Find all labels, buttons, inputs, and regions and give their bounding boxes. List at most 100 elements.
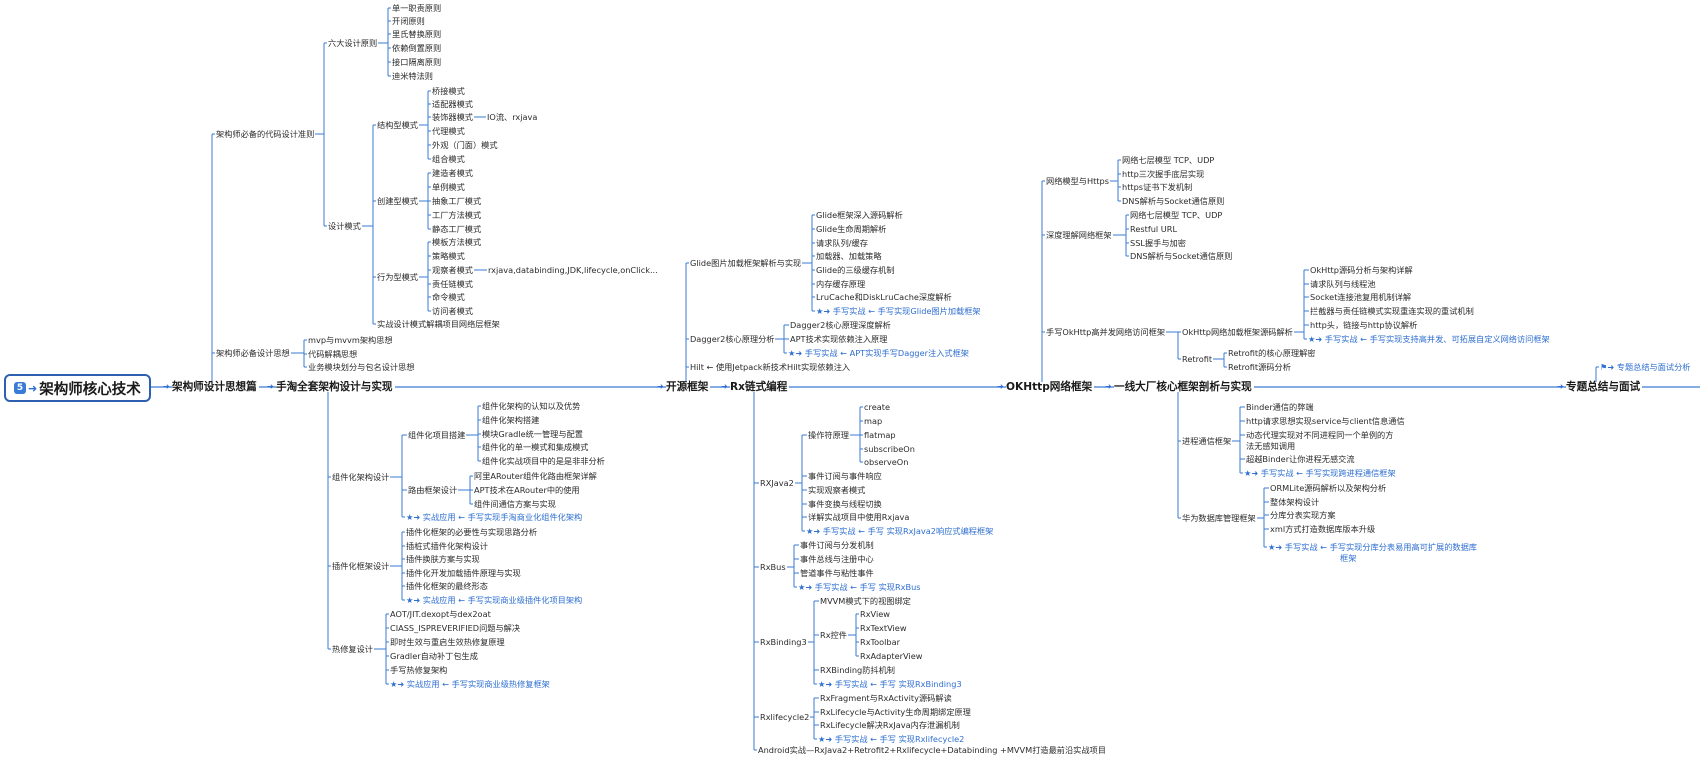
topic-p5[interactable]: Glide的三级缓存机制: [816, 265, 895, 275]
topic-v2[interactable]: http三次握手底层实现: [1122, 169, 1205, 179]
topic-h3[interactable]: 业务模块划分与包名设计思想: [308, 362, 415, 372]
topic-l7[interactable]: APT技术在ARouter中的使用: [474, 485, 580, 495]
topic-k9[interactable]: ★➜ 实战应用 ← 手写实现商业级插件化项目架构: [406, 595, 583, 605]
topic-c6[interactable]: 迪米特法则: [392, 71, 433, 81]
topic-g3[interactable]: 观察者模式: [432, 265, 473, 275]
topic-r7[interactable]: 事件订阅与分发机制: [800, 540, 874, 550]
topic-d4[interactable]: 实战设计模式解耦项目网络层框架: [377, 319, 500, 329]
topic-s3[interactable]: flatmap: [864, 430, 896, 440]
main-topic-m7[interactable]: 专题总结与面试: [1566, 381, 1643, 393]
topic-s4[interactable]: subscribeOn: [864, 444, 915, 454]
topic-r13[interactable]: RXBinding防抖机制: [820, 665, 895, 675]
topic-l2[interactable]: 组件化架构搭建: [482, 415, 540, 425]
topic-k15[interactable]: ★➜ 实战应用 ← 手写实现商业级热修复框架: [390, 679, 550, 689]
topic-c3[interactable]: 里氏替换原则: [392, 29, 442, 39]
topic-y5[interactable]: ★➜ 手写实战 ← 手写实现跨进程通信框架: [1244, 468, 1396, 478]
topic-k8[interactable]: 插件化框架的最终形态: [406, 581, 488, 591]
topic-w8[interactable]: Retrofit源码分析: [1228, 362, 1291, 372]
topic-k5[interactable]: 插桩式插件化架构设计: [406, 541, 488, 551]
topic-s1[interactable]: create: [864, 402, 890, 412]
topic-y8[interactable]: 分库分表实现方案: [1270, 510, 1336, 520]
topic-f1[interactable]: 建造者模式: [432, 168, 473, 178]
topic-p7[interactable]: LruCache和DiskLruCache深度解析: [816, 292, 952, 302]
main-topic-m6[interactable]: 一线大厂核心框架剖析与实现: [1114, 381, 1254, 393]
topic-k7[interactable]: 插件化开发加载插件原理与实现: [406, 568, 521, 578]
topic-p4[interactable]: 加载器、加载策略: [816, 251, 882, 261]
topic-r6[interactable]: ★➜ 手写实战 ← 手写 实现RxJava2响应式编程框架: [806, 526, 994, 536]
topic-o3[interactable]: Hilt ← 使用Jetpack新技术Hilt实现依赖注入: [690, 362, 851, 372]
topic-y9[interactable]: xml方式打造数据库版本升级: [1270, 524, 1376, 534]
topic-t2[interactable]: RxTextView: [860, 623, 907, 633]
topic-a1[interactable]: 架构师必备的代码设计准则: [216, 129, 315, 139]
main-topic-m5[interactable]: OKHttp网络框架: [1006, 381, 1095, 393]
topic-w5[interactable]: http头，链接与http协议解析: [1310, 320, 1418, 330]
topic-k4[interactable]: 插件化框架的必要性与实现思路分析: [406, 527, 538, 537]
topic-r2[interactable]: 事件订阅与事件响应: [808, 471, 882, 481]
topic-k2[interactable]: 路由框架设计: [408, 485, 458, 495]
topic-p1[interactable]: Glide框架深入源码解析: [816, 210, 903, 220]
topic-x1[interactable]: 进程通信框架: [1182, 436, 1232, 446]
topic-f3[interactable]: 抽象工厂模式: [432, 196, 482, 206]
topic-e2[interactable]: 适配器模式: [432, 99, 473, 109]
topic-v6[interactable]: Restful URL: [1130, 224, 1178, 234]
topic-h2[interactable]: 代码解耦思想: [308, 349, 358, 359]
topic-d2[interactable]: 创建型模式: [377, 196, 418, 206]
topic-q1[interactable]: RXJava2: [760, 478, 794, 488]
topic-d1[interactable]: 结构型模式: [377, 120, 418, 130]
topic-r16[interactable]: RxLifecycle与Activity生命周期绑定原理: [820, 707, 971, 717]
topic-e5[interactable]: 外观（门面）模式: [432, 140, 498, 150]
topic-s5[interactable]: observeOn: [864, 457, 909, 467]
topic-t4[interactable]: RxAdapterView: [860, 651, 923, 661]
topic-z1[interactable]: ⚑➜ 专题总结与面试分析: [1600, 362, 1691, 372]
topic-g1[interactable]: 模板方法模式: [432, 237, 482, 247]
topic-c2[interactable]: 开闭原则: [392, 16, 425, 26]
topic-f2[interactable]: 单例模式: [432, 182, 465, 192]
topic-p8[interactable]: ★➜ 手写实战 ← 手写实现Glide图片加载框架: [816, 306, 981, 316]
topic-k14[interactable]: 手写热修复架构: [390, 665, 448, 675]
topic-p11[interactable]: ★➜ 手写实战 ← APT实现手写Dagger注入式框架: [788, 348, 969, 358]
topic-w3[interactable]: Socket连接池复用机制详解: [1310, 292, 1412, 302]
topic-g5[interactable]: 命令模式: [432, 292, 465, 302]
topic-y2[interactable]: http请求思想实现service与client信息通信: [1246, 416, 1405, 426]
topic-b1[interactable]: 六大设计原则: [328, 38, 378, 48]
topic-v5[interactable]: 网络七层模型 TCP、UDP: [1130, 210, 1223, 220]
topic-v7[interactable]: SSL握手与加密: [1130, 238, 1186, 248]
topic-f4[interactable]: 工厂方法模式: [432, 210, 482, 220]
topic-r5[interactable]: 详解实战项目中使用Rxjava: [808, 512, 910, 522]
topic-y6[interactable]: ORMLite源码解析以及架构分析: [1270, 483, 1387, 493]
main-topic-m3[interactable]: 开源框架: [666, 381, 711, 393]
topic-j3[interactable]: 热修复设计: [332, 644, 373, 654]
topic-s2[interactable]: map: [864, 416, 883, 426]
topic-p2[interactable]: Glide生命周期解析: [816, 224, 887, 234]
topic-u2[interactable]: 深度理解网络框架: [1046, 230, 1112, 240]
topic-r3[interactable]: 实现观察者模式: [808, 485, 866, 495]
topic-r9[interactable]: 管道事件与粘性事件: [800, 568, 874, 578]
topic-w1[interactable]: OkHttp源码分析与架构详解: [1310, 265, 1413, 275]
topic-k13[interactable]: Gradler自动补丁包生成: [390, 651, 478, 661]
main-topic-m2[interactable]: 手淘全套架构设计与实现: [276, 381, 395, 393]
topic-w7[interactable]: Retrofit的核心原理解密: [1228, 348, 1316, 358]
topic-p10[interactable]: APT技术实现依赖注入原理: [790, 334, 888, 344]
topic-y10[interactable]: ★➜ 手写实战 ← 手写实现分库分表易用高可扩展的数据库: [1268, 542, 1477, 552]
topic-l4[interactable]: 组件化的单一模式和集成模式: [482, 442, 589, 452]
topic-k12[interactable]: 即时生效与重启生效热修复原理: [390, 637, 505, 647]
topic-q2[interactable]: RxBus: [760, 562, 786, 572]
topic-o1[interactable]: Glide图片加载框架解析与实现: [690, 258, 802, 268]
topic-k3[interactable]: ★➜ 实战应用 ← 手写实现手淘商业化组件化架构: [406, 512, 583, 522]
topic-w6[interactable]: ★➜ 手写实战 ← 手写实现支持高并发、可拓展自定义网络访问框架: [1308, 334, 1550, 344]
topic-e1[interactable]: 桥接模式: [432, 86, 465, 96]
topic-f5[interactable]: 静态工厂模式: [432, 224, 482, 234]
topic-y10b[interactable]: 框架: [1340, 553, 1357, 563]
topic-q3[interactable]: RxBinding3: [760, 637, 807, 647]
topic-r17[interactable]: RxLifecycle解决RxJava内存泄漏机制: [820, 720, 960, 730]
topic-u1[interactable]: 网络模型与Https: [1046, 176, 1109, 186]
topic-r8[interactable]: 事件总线与注册中心: [800, 554, 874, 564]
topic-e3[interactable]: 装饰器模式: [432, 112, 473, 122]
topic-y4[interactable]: 超越Binder让你进程无感交流: [1246, 454, 1355, 464]
topic-b2[interactable]: 设计模式: [328, 221, 361, 231]
topic-l8[interactable]: 组件间通信方案与实现: [474, 499, 556, 509]
topic-t3[interactable]: RxToolbar: [860, 637, 901, 647]
topic-v1[interactable]: 网络七层模型 TCP、UDP: [1122, 155, 1215, 165]
topic-u3[interactable]: 手写OkHttp高并发网络访问框架: [1046, 327, 1166, 337]
topic-e3a[interactable]: IO流、rxjava: [487, 112, 538, 122]
